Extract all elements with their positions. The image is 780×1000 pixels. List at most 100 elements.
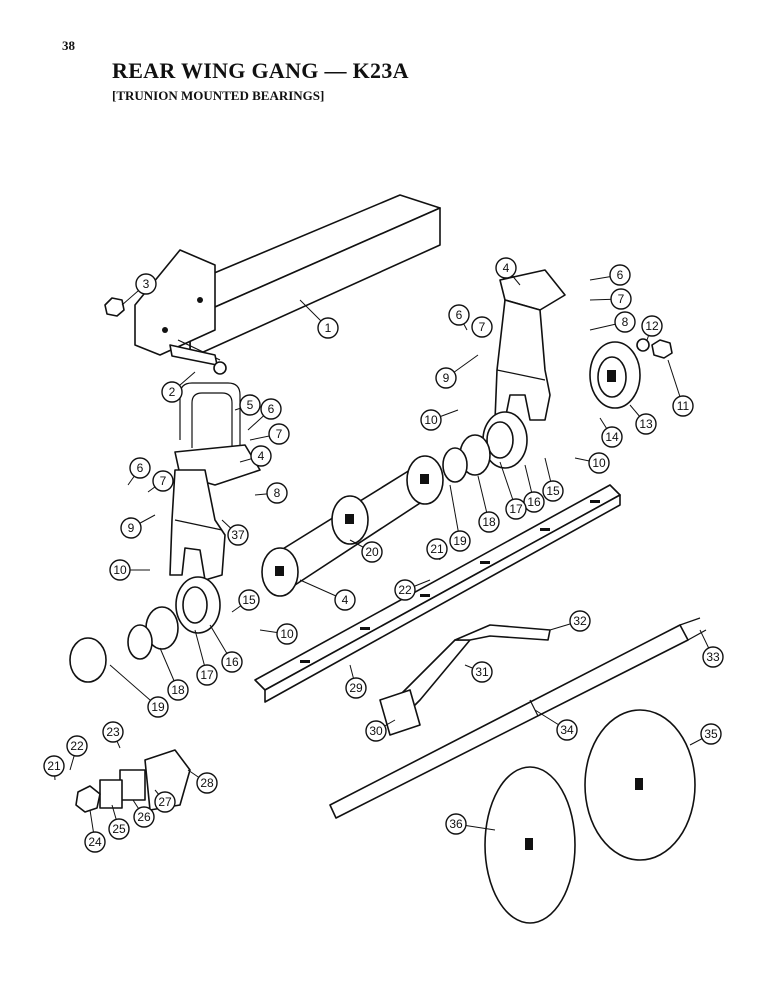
callout-circle bbox=[152, 470, 174, 492]
callout-number: 3 bbox=[143, 277, 150, 291]
callout-number: 20 bbox=[365, 545, 379, 559]
callout-number: 28 bbox=[200, 776, 214, 790]
callout-number: 6 bbox=[268, 402, 275, 416]
callout-number: 6 bbox=[137, 461, 144, 475]
callout-6: 6 bbox=[448, 304, 470, 331]
callout-circle bbox=[610, 288, 632, 310]
callout-circle bbox=[102, 721, 124, 743]
callout-circle bbox=[239, 394, 261, 416]
callout-number: 19 bbox=[453, 534, 467, 548]
callout-35: 35 bbox=[689, 723, 722, 746]
callout-circle bbox=[227, 524, 249, 546]
callout-circle bbox=[641, 315, 663, 337]
bearing-housing-part bbox=[442, 411, 528, 483]
callout-number: 9 bbox=[443, 371, 450, 385]
callout-number: 15 bbox=[242, 593, 256, 607]
callout-circle bbox=[365, 720, 387, 742]
callout-circle bbox=[84, 831, 106, 853]
bolt-part bbox=[169, 344, 227, 375]
callout-19: 19 bbox=[109, 664, 169, 718]
callout-circle bbox=[334, 589, 356, 611]
callout-circle bbox=[120, 517, 142, 539]
callout-circle bbox=[420, 409, 442, 431]
callout-number: 16 bbox=[225, 655, 239, 669]
callout-14: 14 bbox=[599, 417, 623, 448]
callout-circle bbox=[109, 559, 131, 581]
callout-29: 29 bbox=[345, 664, 367, 699]
callout-circle bbox=[266, 482, 288, 504]
callout-circle bbox=[317, 317, 339, 339]
bumper-assembly-part bbox=[75, 749, 191, 813]
callout-32: 32 bbox=[549, 610, 591, 632]
callout-15: 15 bbox=[231, 589, 260, 613]
callout-number: 26 bbox=[137, 810, 151, 824]
callout-circle bbox=[569, 610, 591, 632]
callout-21: 21 bbox=[426, 538, 448, 561]
callout-10: 10 bbox=[259, 623, 298, 645]
callout-31: 31 bbox=[464, 661, 493, 683]
callout-9: 9 bbox=[120, 514, 156, 539]
callout-15: 15 bbox=[542, 457, 564, 502]
callout-circle bbox=[135, 273, 157, 295]
callout-4: 4 bbox=[495, 257, 521, 286]
callout-number: 12 bbox=[645, 319, 659, 333]
callout-circle bbox=[147, 696, 169, 718]
callout-circle bbox=[609, 264, 631, 286]
callout-20: 20 bbox=[349, 539, 383, 563]
callout-17: 17 bbox=[194, 629, 218, 686]
callout-number: 7 bbox=[618, 292, 625, 306]
callout-6: 6 bbox=[247, 398, 282, 431]
callout-circle bbox=[133, 806, 155, 828]
callout-number: 25 bbox=[112, 822, 126, 836]
callout-circle bbox=[196, 664, 218, 686]
callout-circle bbox=[154, 791, 176, 813]
callout-number: 37 bbox=[231, 528, 245, 542]
callout-circle bbox=[471, 316, 493, 338]
callout-number: 6 bbox=[456, 308, 463, 322]
callout-circle bbox=[449, 530, 471, 552]
callout-23: 23 bbox=[102, 721, 124, 749]
callout-circle bbox=[108, 818, 130, 840]
callout-8: 8 bbox=[254, 482, 288, 504]
callout-number: 16 bbox=[527, 495, 541, 509]
callout-circle bbox=[345, 677, 367, 699]
callout-circle bbox=[276, 623, 298, 645]
page-number: 38 bbox=[62, 38, 75, 53]
callout-circle bbox=[672, 395, 694, 417]
angle-bar-part bbox=[254, 484, 621, 703]
callout-number: 14 bbox=[605, 430, 619, 444]
callout-circle bbox=[238, 589, 260, 611]
callout-number: 11 bbox=[677, 399, 690, 413]
callout-6: 6 bbox=[127, 457, 151, 486]
callout-circle bbox=[260, 398, 282, 420]
callout-26: 26 bbox=[132, 799, 155, 828]
callout-number: 32 bbox=[573, 614, 587, 628]
callout-circle bbox=[394, 579, 416, 601]
callout-circle bbox=[635, 413, 657, 435]
callout-circle bbox=[495, 257, 517, 279]
callout-circle bbox=[66, 735, 88, 757]
callout-number: 22 bbox=[398, 583, 412, 597]
callout-number: 30 bbox=[369, 724, 383, 738]
callout-circle bbox=[601, 426, 623, 448]
callout-circle bbox=[361, 541, 383, 563]
callout-circle bbox=[614, 311, 636, 333]
callout-4: 4 bbox=[239, 445, 272, 467]
callout-circle bbox=[250, 445, 272, 467]
callout-number: 2 bbox=[169, 385, 176, 399]
callout-circle bbox=[448, 304, 470, 326]
callout-7: 7 bbox=[471, 316, 493, 338]
callout-circle bbox=[435, 367, 457, 389]
nut-part bbox=[651, 339, 673, 359]
callout-number: 1 bbox=[325, 321, 332, 335]
callout-circle bbox=[196, 772, 218, 794]
callout-number: 23 bbox=[106, 725, 120, 739]
callout-circle bbox=[426, 538, 448, 560]
right-hanger-part bbox=[494, 269, 566, 421]
callout-7: 7 bbox=[249, 423, 290, 445]
callout-28: 28 bbox=[187, 769, 218, 794]
callout-number: 19 bbox=[151, 700, 165, 714]
callout-16: 16 bbox=[523, 464, 545, 513]
callout-number: 34 bbox=[560, 723, 574, 737]
